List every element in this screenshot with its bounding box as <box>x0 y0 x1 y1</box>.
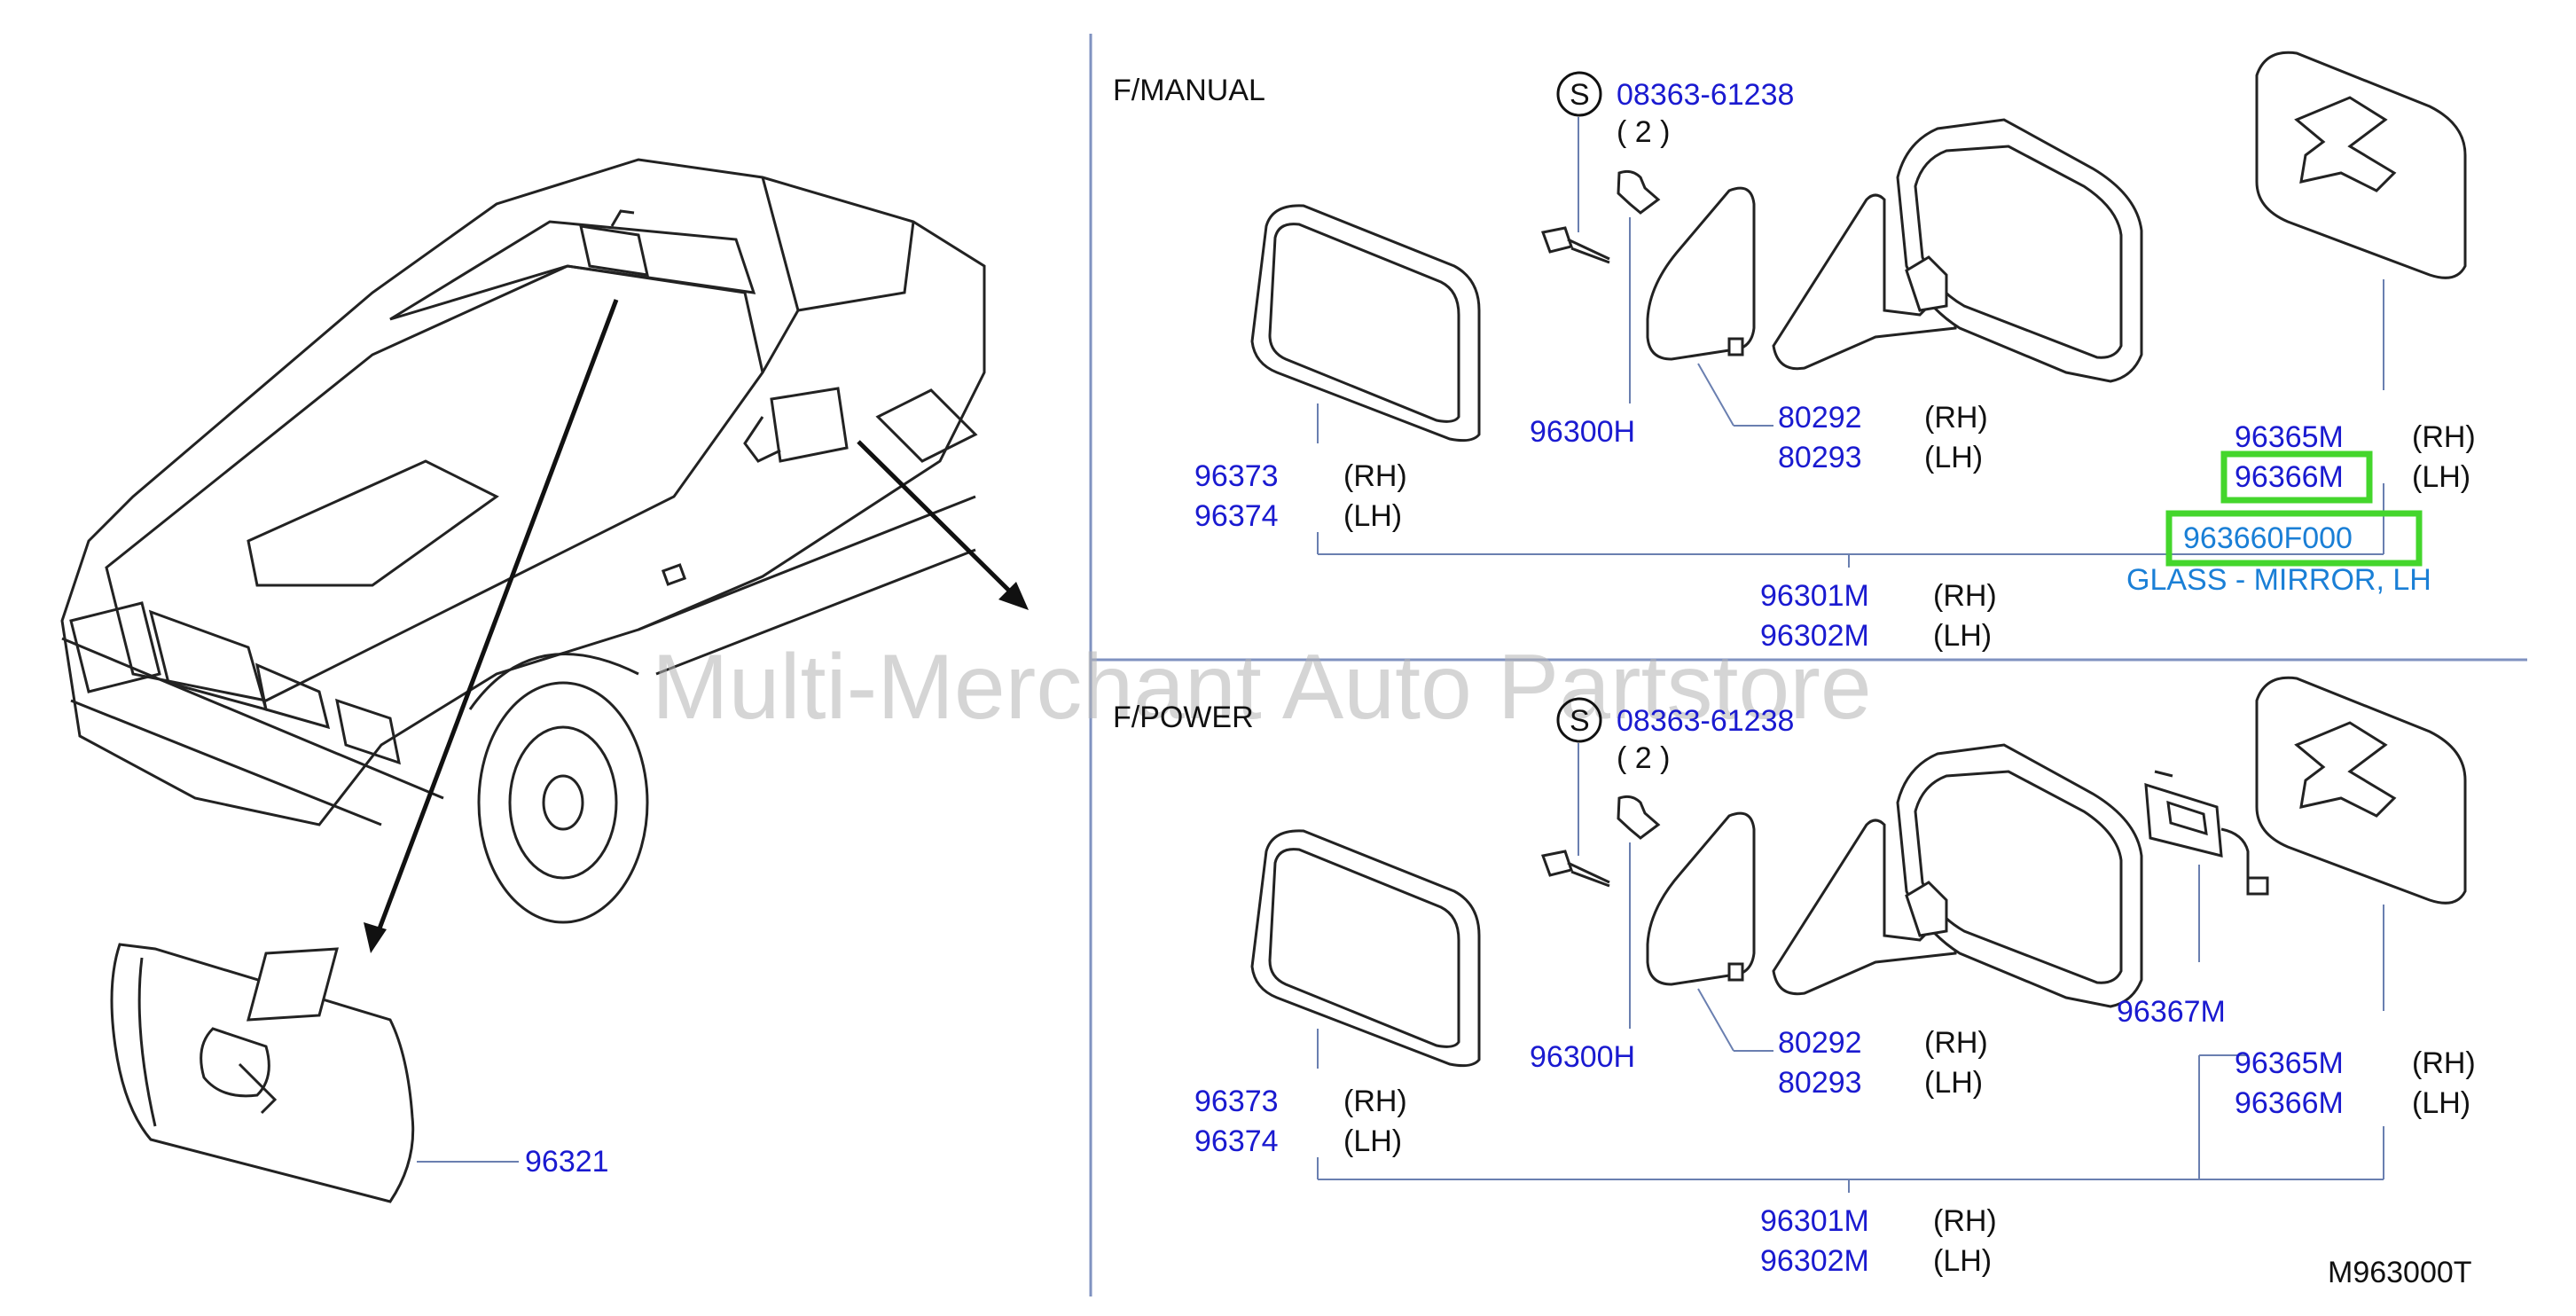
side-rh-96301M-power: (RH) <box>1933 1204 1997 1238</box>
highlight-box-963660F000 <box>2165 510 2423 567</box>
manual-leader-lines <box>1317 117 2384 568</box>
part-number-963660F000[interactable]: 963660F000 <box>2183 521 2353 555</box>
side-rh-80292-power: (RH) <box>1924 1026 1988 1060</box>
side-lh-96374-manual: (LH) <box>1343 499 1402 533</box>
screw-quantity-manual: ( 2 ) <box>1617 115 1670 149</box>
side-rh-80292-manual: (RH) <box>1924 401 1988 435</box>
part-number-96321[interactable]: 96321 <box>525 1145 609 1179</box>
part-description-glass-mirror-lh: GLASS - MIRROR, LH <box>2126 563 2431 597</box>
section-title-power: F/POWER <box>1113 701 1254 734</box>
manual-parts-drawing <box>1250 51 2467 443</box>
power-parts-drawing <box>1250 676 2467 1068</box>
screw-quantity-power: ( 2 ) <box>1617 741 1670 775</box>
part-number-80293-manual[interactable]: 80293 <box>1778 441 1862 474</box>
side-lh-96374-power: (LH) <box>1343 1124 1402 1158</box>
part-number-80292-power[interactable]: 80292 <box>1778 1026 1862 1060</box>
power-leader-lines <box>1317 743 2384 1193</box>
part-number-96300H-manual[interactable]: 96300H <box>1530 415 1635 449</box>
part-number-96302M-manual[interactable]: 96302M <box>1760 619 1869 653</box>
part-number-96302M-power[interactable]: 96302M <box>1760 1244 1869 1278</box>
part-number-80293-power[interactable]: 80293 <box>1778 1066 1862 1100</box>
watermark: Multi-Merchant Auto Partstore <box>652 636 1872 739</box>
part-number-80292-manual[interactable]: 80292 <box>1778 401 1862 435</box>
part-number-96365M-manual[interactable]: 96365M <box>2235 420 2344 454</box>
screw-symbol-circle-manual <box>1556 71 1602 117</box>
side-lh-96302M-power: (LH) <box>1933 1244 1992 1278</box>
highlight-box-96366M <box>2220 450 2373 504</box>
side-rh-96365M-manual: (RH) <box>2412 420 2476 454</box>
part-number-96374-manual[interactable]: 96374 <box>1194 499 1279 533</box>
screw-symbol-circle-power <box>1556 697 1602 743</box>
part-number-08363-61238-manual[interactable]: 08363-61238 <box>1617 78 1794 112</box>
side-rh-96301M-manual: (RH) <box>1933 579 1997 613</box>
figure-code: M963000T <box>2328 1256 2472 1289</box>
inside-mirror-drawing <box>110 943 519 1203</box>
part-number-96301M-manual[interactable]: 96301M <box>1760 579 1869 613</box>
part-number-96300H-power[interactable]: 96300H <box>1530 1040 1635 1074</box>
screw-symbol-manual: S <box>1570 78 1590 112</box>
part-number-96374-power[interactable]: 96374 <box>1194 1124 1279 1158</box>
section-title-manual: F/MANUAL <box>1113 74 1265 107</box>
side-rh-96365M-power: (RH) <box>2412 1046 2476 1080</box>
side-rh-96373-manual: (RH) <box>1343 459 1407 493</box>
part-number-96367M[interactable]: 96367M <box>2117 995 2226 1029</box>
side-lh-96366M-power: (LH) <box>2412 1086 2470 1120</box>
part-number-96366M-manual[interactable]: 96366M <box>2235 460 2344 494</box>
part-number-96373-power[interactable]: 96373 <box>1194 1085 1279 1118</box>
arrows <box>364 299 1029 953</box>
side-lh-80293-power: (LH) <box>1924 1066 1983 1100</box>
part-number-96301M-power[interactable]: 96301M <box>1760 1204 1869 1238</box>
side-rh-96373-power: (RH) <box>1343 1085 1407 1118</box>
truck-illustration <box>60 158 986 924</box>
part-number-08363-61238-power[interactable]: 08363-61238 <box>1617 704 1794 738</box>
part-number-96366M-power[interactable]: 96366M <box>2235 1086 2344 1120</box>
screw-symbol-power: S <box>1570 704 1590 738</box>
part-number-96365M-power[interactable]: 96365M <box>2235 1046 2344 1080</box>
side-lh-80293-manual: (LH) <box>1924 441 1983 474</box>
part-number-96373-manual[interactable]: 96373 <box>1194 459 1279 493</box>
side-lh-96366M-manual: (LH) <box>2412 460 2470 494</box>
side-lh-96302M-manual: (LH) <box>1933 619 1992 653</box>
